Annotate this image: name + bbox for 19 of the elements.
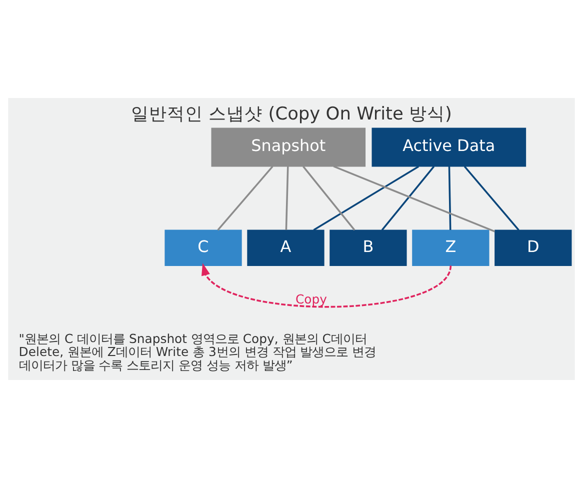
- label: "원본의 C 데이터를 Snapshot 영역으로 Copy, 원본의 C데이터 Delete, 원본에 Z데이터 Write 총 3번의 변경 작업 발생으로 변경 데이터가 많을 수록 스토리지 운영 성능 저하 발생”: [18, 330, 376, 372]
- connector: [285, 166, 289, 230]
- edge-label: Copy: [296, 290, 328, 306]
- connector: [313, 165, 420, 230]
- node-box: Snapshot: [211, 127, 366, 166]
- connector: [448, 166, 452, 230]
- node-box: A: [247, 229, 324, 266]
- connector: [217, 165, 274, 230]
- connector: [381, 165, 435, 230]
- node-box: Z: [412, 229, 490, 266]
- diagram-title: 일반적인 스냅샷 (Copy On Write 방식): [131, 104, 452, 124]
- arrow: [202, 262, 452, 308]
- connector: [333, 165, 495, 232]
- connector: [464, 165, 520, 230]
- connector: [302, 165, 356, 230]
- node-box: B: [330, 229, 407, 266]
- node-box: Active Data: [372, 127, 526, 166]
- node-box: D: [494, 229, 572, 266]
- node-box: C: [164, 229, 242, 266]
